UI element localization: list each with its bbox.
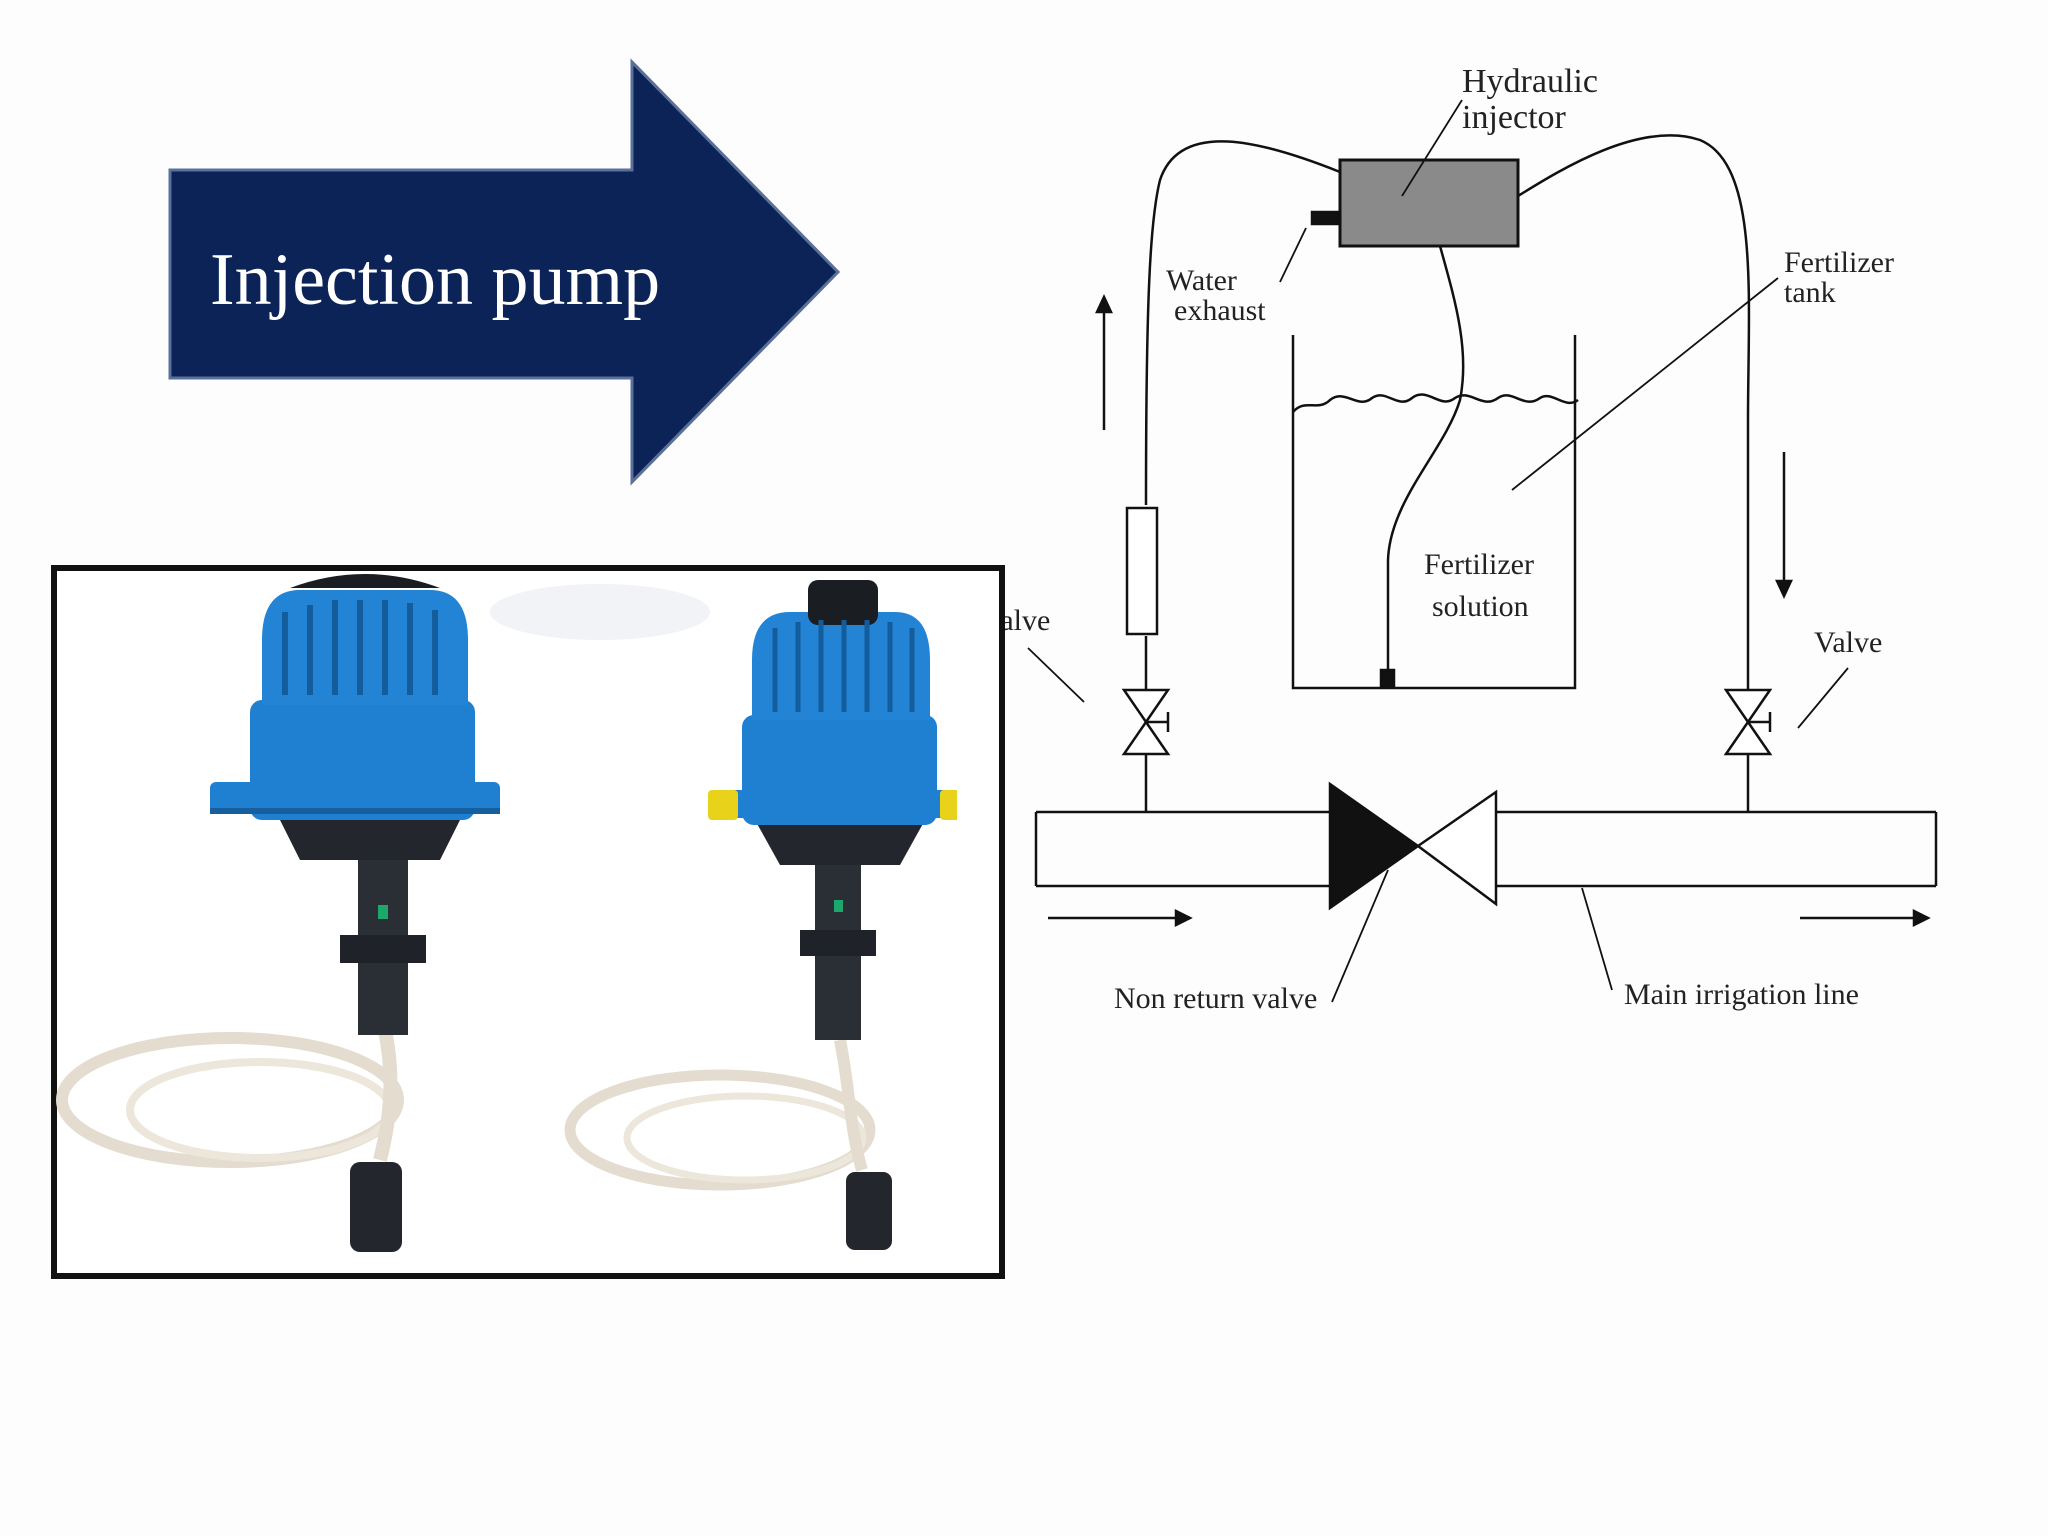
hydraulic-injector-box	[1338, 158, 1520, 248]
tank-liquid-surface	[1292, 393, 1579, 413]
ribs-right	[772, 620, 915, 712]
label-hydraulic-line2: injector	[1462, 99, 1567, 136]
label-water-line1: Water	[1166, 264, 1237, 297]
tube-left	[373, 1028, 398, 1162]
diagram-labels: Hydraulic injector Water exhaust Fertili…	[982, 63, 1894, 1015]
leader-valve-left	[1027, 647, 1085, 703]
valve-right-symbol	[1723, 688, 1773, 756]
tube-coil-right-inner	[623, 1092, 867, 1184]
label-solution-line1: Fertilizer	[1424, 548, 1534, 581]
label-tank-line1: Fertilizer	[1784, 246, 1894, 279]
label-water-line2: exhaust	[1174, 294, 1266, 327]
left-supply-line	[1144, 140, 1341, 506]
leader-main-line	[1581, 887, 1613, 991]
schematic-diagram	[1027, 99, 1938, 1003]
lower-housing-right	[755, 820, 925, 865]
pump-photo	[51, 565, 1005, 1279]
cap-left	[262, 590, 468, 705]
leader-hydraulic	[1401, 99, 1463, 197]
arrow-shape	[168, 58, 841, 486]
slide-title: Injection pump	[210, 239, 660, 321]
flow-arrowhead-up	[1095, 294, 1113, 314]
water-exhaust-port	[1310, 210, 1342, 226]
lower-housing-left	[275, 810, 465, 860]
title-arrow: Injection pump	[168, 58, 841, 486]
leader-water-exhaust	[1279, 227, 1307, 283]
valve-left-symbol	[1121, 688, 1171, 756]
label-hydraulic-line1: Hydraulic	[1462, 63, 1598, 100]
label-main-irrigation-line: Main irrigation line	[1624, 978, 1859, 1011]
flow-arrowhead-inlet	[1174, 908, 1193, 928]
photo-watermark	[490, 584, 710, 640]
fertilizer-tank	[1291, 335, 1577, 690]
flow-meter	[1125, 506, 1159, 636]
right-return-line	[1517, 134, 1751, 690]
stem-mark-right	[834, 900, 843, 912]
cap-top-left	[290, 574, 440, 588]
cap-right	[752, 612, 930, 720]
stem-ring-right	[800, 930, 876, 956]
flow-arrowhead-outlet	[1912, 908, 1931, 928]
tube-coil-left	[56, 1032, 404, 1168]
frame-overlap-mask	[957, 571, 999, 1271]
flange-shadow-left	[210, 808, 500, 814]
weight-right	[846, 1172, 892, 1250]
pump-right	[564, 580, 970, 1250]
flange-left	[210, 782, 500, 814]
suction-line	[1386, 245, 1465, 672]
label-valve-right: Valve	[1814, 626, 1882, 659]
non-return-valve-open	[1415, 789, 1498, 907]
flange-right	[720, 790, 960, 818]
ribs-left	[282, 600, 438, 695]
non-return-valve-solid	[1328, 781, 1421, 911]
flow-arrowhead-down	[1775, 579, 1793, 599]
weight-left	[350, 1162, 402, 1252]
tube-coil-right	[564, 1069, 876, 1191]
leader-valve-right	[1797, 667, 1849, 729]
stem-mark-left	[378, 905, 388, 919]
suction-filter	[1379, 668, 1396, 688]
label-tank-line2: tank	[1784, 276, 1836, 309]
cap-yellow-left	[708, 790, 738, 820]
pump-left	[56, 574, 500, 1252]
knob-right	[808, 580, 878, 625]
leader-non-return	[1331, 869, 1389, 1003]
leader-tank	[1511, 277, 1779, 491]
label-non-return-valve: Non return valve	[1114, 982, 1317, 1015]
stem-ring-left	[340, 935, 426, 963]
label-solution-line2: solution	[1432, 590, 1529, 623]
tube-right	[834, 1038, 868, 1172]
